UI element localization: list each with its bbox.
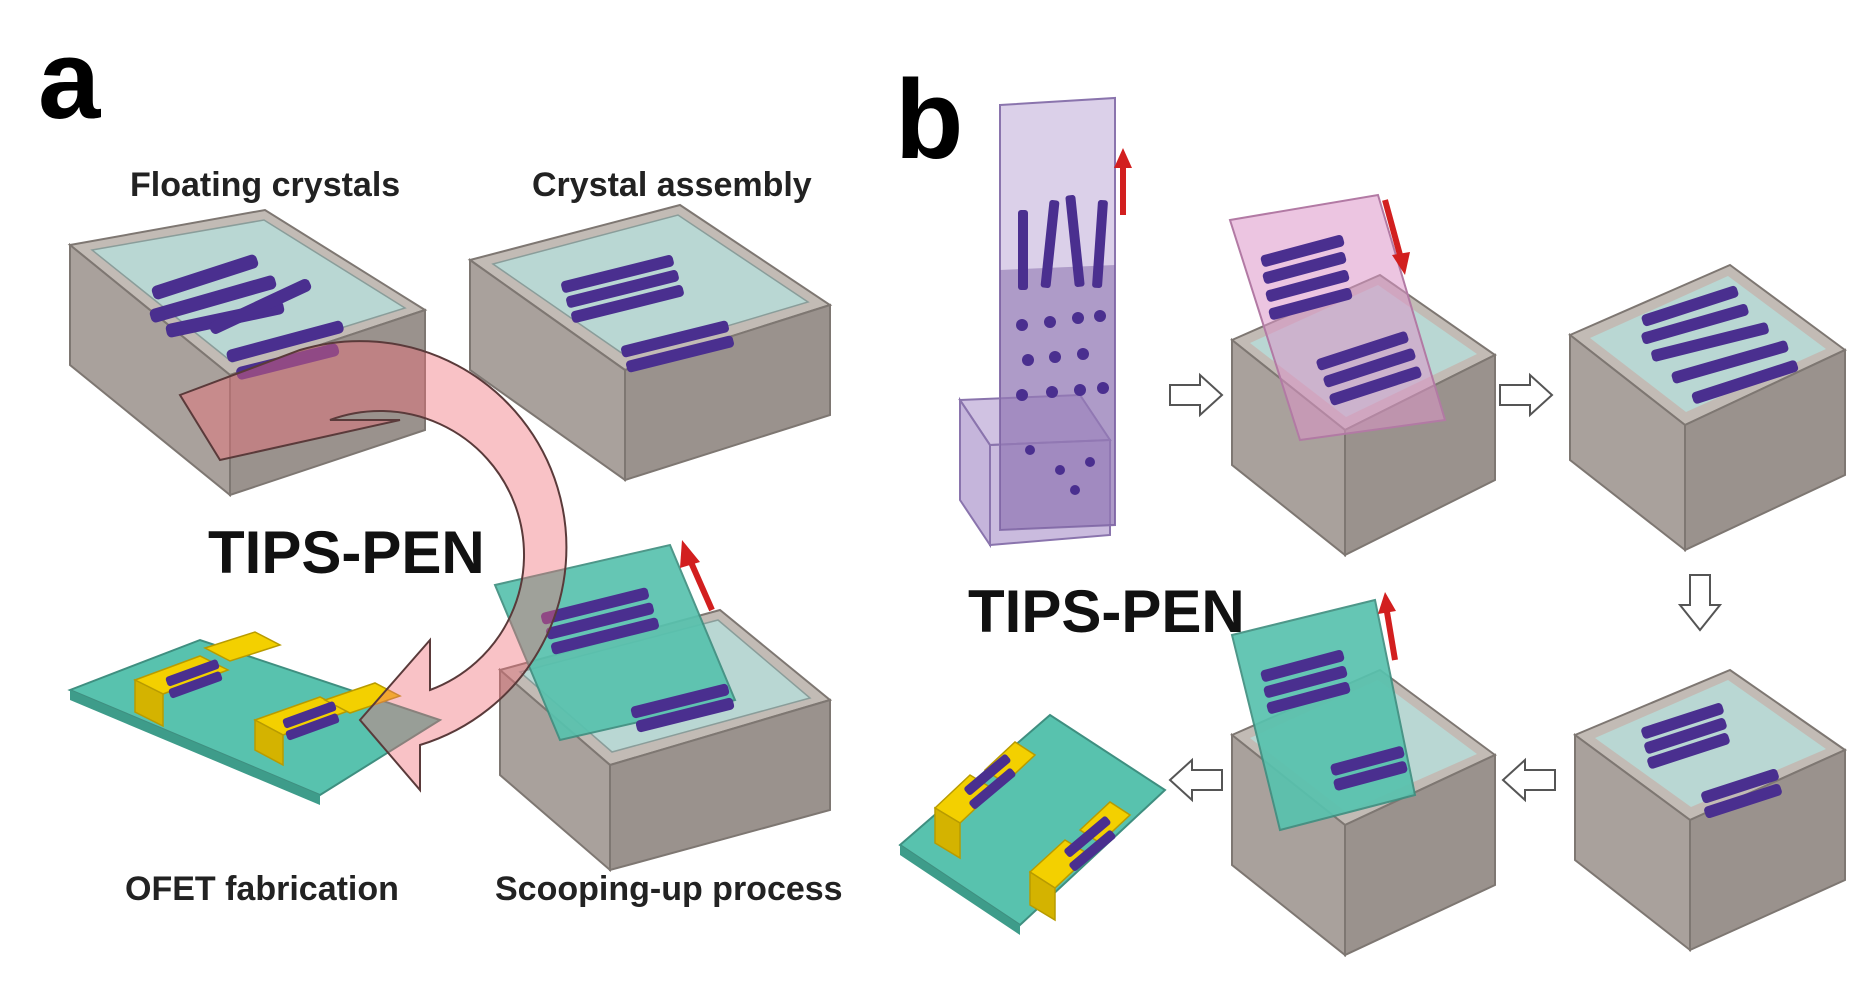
panel-a: a bbox=[38, 17, 843, 908]
ofet-fabrication-device bbox=[67, 631, 443, 805]
pull-up-arrow-a bbox=[680, 540, 715, 612]
flow-arrows bbox=[1168, 372, 1723, 803]
push-down-arrow bbox=[1382, 199, 1410, 275]
box-scooping-up bbox=[493, 540, 833, 873]
box-crystal-assembly bbox=[467, 203, 833, 482]
arrow-right-2 bbox=[1499, 372, 1554, 418]
ofet-device-b bbox=[898, 713, 1167, 935]
scooping-substrate bbox=[493, 543, 737, 742]
arrow-right-1 bbox=[1169, 372, 1224, 418]
ofet-crystals bbox=[165, 659, 340, 741]
panel-b-tips-pen: TIPS-PEN bbox=[968, 578, 1245, 645]
panel-b-letter: b bbox=[895, 57, 963, 182]
panel-a-tips-pen: TIPS-PEN bbox=[208, 519, 485, 586]
pull-up-arrow-b2 bbox=[1378, 592, 1398, 661]
dip-crystals bbox=[1016, 195, 1109, 495]
label-scooping-up: Scooping-up process bbox=[495, 870, 843, 908]
arrow-left-1 bbox=[1501, 757, 1556, 803]
panel-b: b bbox=[895, 57, 1848, 958]
cycle-arrow bbox=[178, 340, 568, 793]
box-b-4 bbox=[1572, 668, 1848, 953]
arrow-down bbox=[1677, 574, 1723, 632]
box-b-5 bbox=[1230, 592, 1497, 958]
box-b-3 bbox=[1568, 263, 1847, 553]
label-floating-crystals: Floating crystals bbox=[130, 166, 400, 204]
panel-a-letter: a bbox=[38, 17, 101, 142]
label-ofet-fabrication: OFET fabrication bbox=[125, 870, 399, 908]
box-b-2 bbox=[1228, 193, 1497, 558]
box-floating-crystals bbox=[67, 208, 428, 498]
scooped-crystals bbox=[541, 587, 735, 733]
floating-crystals bbox=[149, 254, 344, 380]
arrow-left-2 bbox=[1168, 757, 1223, 803]
label-crystal-assembly: Crystal assembly bbox=[532, 166, 812, 204]
pull-up-arrow-b1 bbox=[1114, 148, 1132, 215]
assembled-crystals bbox=[561, 254, 734, 373]
dip-vial bbox=[958, 96, 1132, 549]
